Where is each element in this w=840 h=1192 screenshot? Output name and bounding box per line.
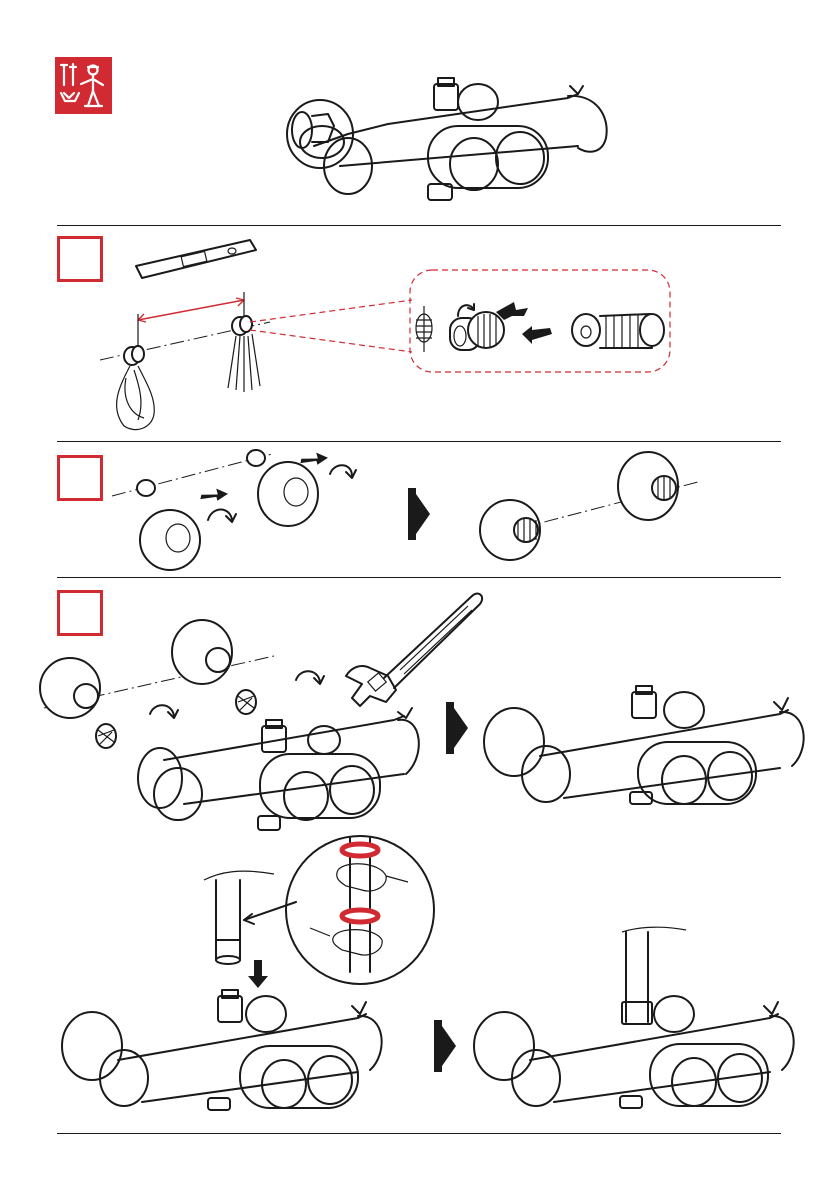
section-divider	[57, 577, 781, 578]
step-2-result-figure	[478, 450, 718, 575]
mixer-overview-figure	[278, 76, 618, 211]
mixer-body-icon	[138, 708, 419, 830]
cover-plate-icon	[140, 462, 318, 570]
installation-tools-worker-icon	[55, 57, 112, 114]
step-1-detail-callout	[232, 268, 682, 383]
step-3-final-mixer	[470, 920, 810, 1115]
next-arrow-icon	[406, 486, 432, 547]
step-3-mounted-mixer	[480, 680, 820, 825]
next-arrow-icon	[444, 700, 470, 761]
filter-icon	[96, 690, 256, 748]
hand-tightening-detail	[290, 832, 430, 997]
section-divider	[57, 225, 781, 226]
next-arrow-icon	[432, 1018, 458, 1079]
adjustable-wrench-icon	[340, 584, 490, 719]
section-divider	[57, 1133, 781, 1134]
step-2-cover-figure	[112, 444, 382, 584]
thread-seal-icon	[450, 312, 504, 350]
section-divider	[57, 441, 781, 442]
step-3-mixer-before-pipe	[58, 984, 398, 1119]
step-1-box	[57, 236, 103, 282]
step-2-box	[57, 455, 103, 501]
